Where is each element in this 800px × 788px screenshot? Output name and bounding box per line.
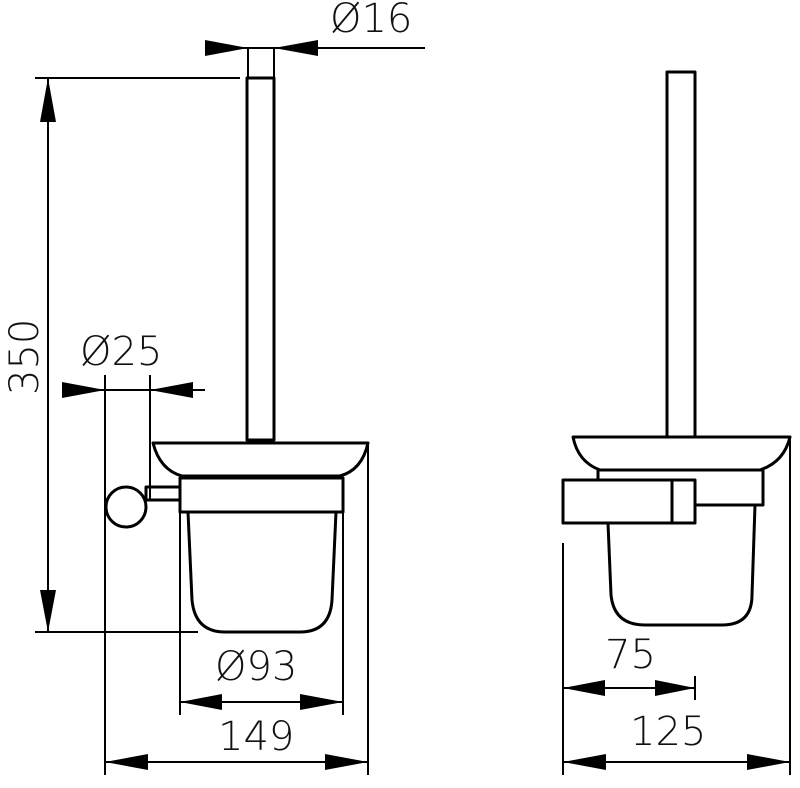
dim-mount-diameter: Ø25: [62, 329, 205, 775]
label-rod-diameter: Ø16: [330, 0, 412, 42]
dim-rod-diameter: Ø16: [205, 0, 425, 78]
label-cup-diameter: Ø93: [215, 644, 297, 690]
mount-arm: [144, 485, 182, 502]
dim-wall-to-center: 75: [562, 543, 696, 775]
front-view: [104, 76, 370, 634]
label-total-height: 350: [2, 319, 48, 395]
label-mount-diameter: Ø25: [80, 329, 162, 375]
dim-cup-diameter: Ø93: [179, 512, 344, 715]
wall-mount: [104, 485, 148, 529]
label-wall-to-center: 75: [605, 632, 656, 678]
label-front-width: 149: [218, 714, 294, 760]
cup-side: [606, 504, 757, 627]
dim-side-depth: 125: [563, 437, 791, 775]
drip-dish: [151, 441, 370, 478]
brush-handle-side: [665, 70, 697, 439]
dim-total-height: 350: [2, 77, 240, 633]
side-view: [561, 70, 792, 627]
label-side-depth: 125: [630, 709, 706, 755]
holder-ring: [178, 476, 345, 514]
cup: [186, 511, 338, 634]
drip-dish-side: [571, 435, 792, 472]
dim-front-width: 149: [105, 443, 369, 775]
brush-handle: [245, 76, 276, 442]
wall-bracket: [561, 478, 697, 525]
